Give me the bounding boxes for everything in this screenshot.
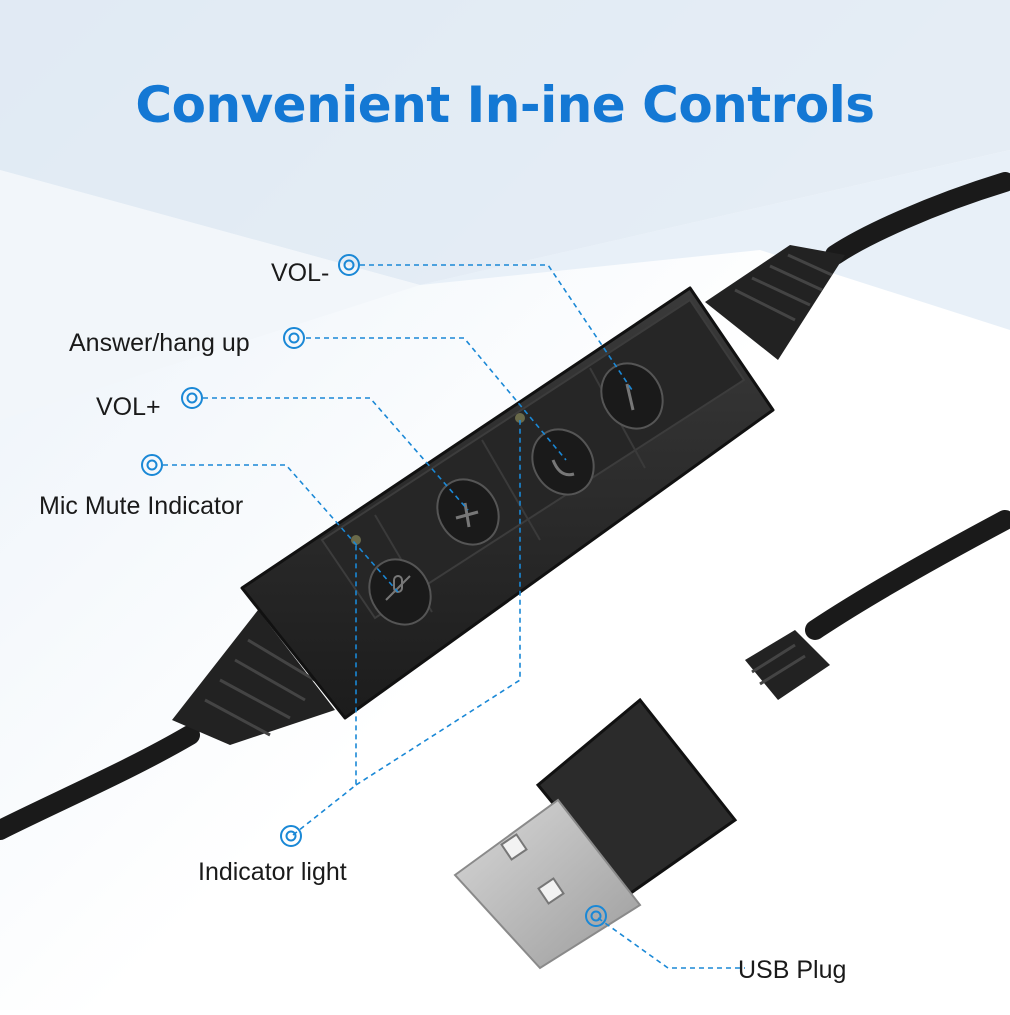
plus-icon	[455, 502, 479, 528]
target-icon	[338, 254, 360, 276]
target-icon	[181, 387, 203, 409]
callout-indicator-light: Indicator light	[198, 858, 347, 886]
callout-vol-plus: VOL+	[96, 393, 161, 421]
vol-minus-button[interactable]	[589, 352, 675, 441]
background-plane	[0, 0, 1010, 285]
callout-markers	[141, 254, 607, 927]
cable-top	[825, 172, 1010, 265]
callout-lines	[163, 264, 745, 969]
callout-usb-plug: USB Plug	[738, 956, 847, 984]
page-title: Convenient In-ine Controls	[135, 76, 875, 134]
target-icon	[141, 454, 163, 476]
panel-divider	[481, 439, 541, 541]
callout-answer-hangup: Answer/hang up	[69, 329, 250, 357]
vol-plus-button[interactable]	[425, 468, 511, 557]
minus-icon	[625, 383, 635, 411]
background-plane	[420, 150, 1010, 330]
answer-hangup-button[interactable]	[520, 418, 606, 507]
callout-vol-minus: VOL-	[271, 259, 330, 287]
target-icon	[585, 905, 607, 927]
indicator-led	[515, 413, 525, 423]
target-icon	[280, 825, 302, 847]
cable-left	[0, 725, 200, 840]
phone-handset-icon	[551, 459, 575, 477]
strain-relief-left	[172, 610, 335, 745]
target-icon	[283, 327, 305, 349]
cable-usb	[805, 510, 1010, 640]
strain-relief-top	[705, 245, 845, 360]
callout-mic-mute-indicator: Mic Mute Indicator	[39, 492, 244, 520]
background-plane	[0, 170, 420, 420]
